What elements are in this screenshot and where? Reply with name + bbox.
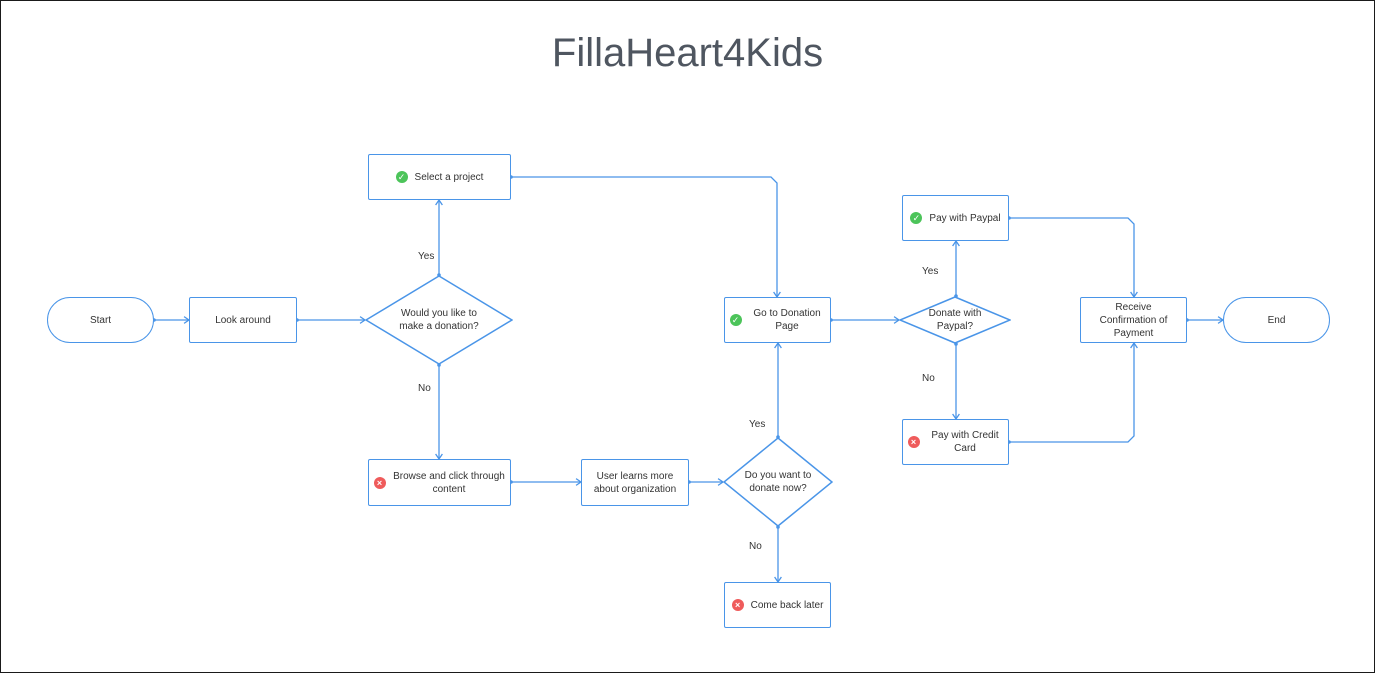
node-label: Donate with Paypal? <box>928 308 982 332</box>
edge-label: Yes <box>922 266 939 277</box>
node-label: Browse and click through content <box>393 470 505 495</box>
node-donation-page[interactable]: ✓ Go to Donation Page <box>724 297 831 343</box>
arrowhead-icon <box>1130 341 1138 349</box>
check-circle-icon: ✓ <box>910 212 923 224</box>
node-confirmation[interactable]: Receive Confirmation of Payment <box>1080 297 1187 343</box>
node-end[interactable]: End <box>1223 297 1330 343</box>
edge-label: Yes <box>418 251 435 262</box>
check-circle-icon: ✓ <box>729 314 742 326</box>
node-label: Would you like to make a donation? <box>399 308 479 332</box>
node-pay-paypal[interactable]: ✓ Pay with Paypal <box>902 195 1009 241</box>
node-would-donate[interactable]: Would you like to make a donation? <box>365 275 513 365</box>
node-label: Receive Confirmation of Payment <box>1099 301 1168 339</box>
edge-label: Yes <box>749 419 766 430</box>
diamond-shape <box>899 296 1011 344</box>
diamond-shape <box>365 275 513 365</box>
node-select-project[interactable]: ✓ Select a project <box>368 154 511 200</box>
diamond-shape <box>723 437 833 527</box>
arrowhead-icon <box>774 341 782 349</box>
diagram-title: FillaHeart4Kids <box>551 31 824 75</box>
node-label: Look around <box>215 314 271 326</box>
edge-label: No <box>922 373 935 384</box>
node-label: User learns more about organization <box>593 470 677 495</box>
node-browse[interactable]: × Browse and click through content <box>368 459 511 506</box>
node-learn-more[interactable]: User learns more about organization <box>581 459 689 506</box>
x-circle-icon: × <box>907 436 920 448</box>
node-label: Come back later <box>750 599 824 611</box>
edge-pay-paypal-to-confirmation <box>1009 217 1135 297</box>
node-label: Do you want to donate now? <box>744 470 812 494</box>
edge-pay-card-to-confirmation <box>1009 343 1135 443</box>
x-circle-icon: × <box>731 599 744 611</box>
arrowhead-icon <box>952 239 960 247</box>
edge-select-project-to-donation-page <box>511 176 778 297</box>
node-pay-card[interactable]: × Pay with Credit Card <box>902 419 1009 465</box>
node-donate-now[interactable]: Do you want to donate now? <box>723 437 833 527</box>
arrowhead-icon <box>435 198 443 206</box>
edge-label: No <box>418 383 431 394</box>
node-label: Go to Donation Page <box>753 308 821 332</box>
node-label: Pay with Credit Card <box>931 430 999 454</box>
check-circle-icon: ✓ <box>395 171 408 183</box>
node-label: End <box>1267 314 1286 326</box>
node-label: Select a project <box>414 171 484 183</box>
node-label: Start <box>89 314 112 326</box>
node-come-back[interactable]: × Come back later <box>724 582 831 628</box>
node-donate-paypal[interactable]: Donate with Paypal? <box>899 296 1011 344</box>
node-look-around[interactable]: Look around <box>189 297 297 343</box>
x-circle-icon: × <box>373 476 386 489</box>
edge-label: No <box>749 541 762 552</box>
node-start[interactable]: Start <box>47 297 154 343</box>
node-label: Pay with Paypal <box>929 212 1001 224</box>
